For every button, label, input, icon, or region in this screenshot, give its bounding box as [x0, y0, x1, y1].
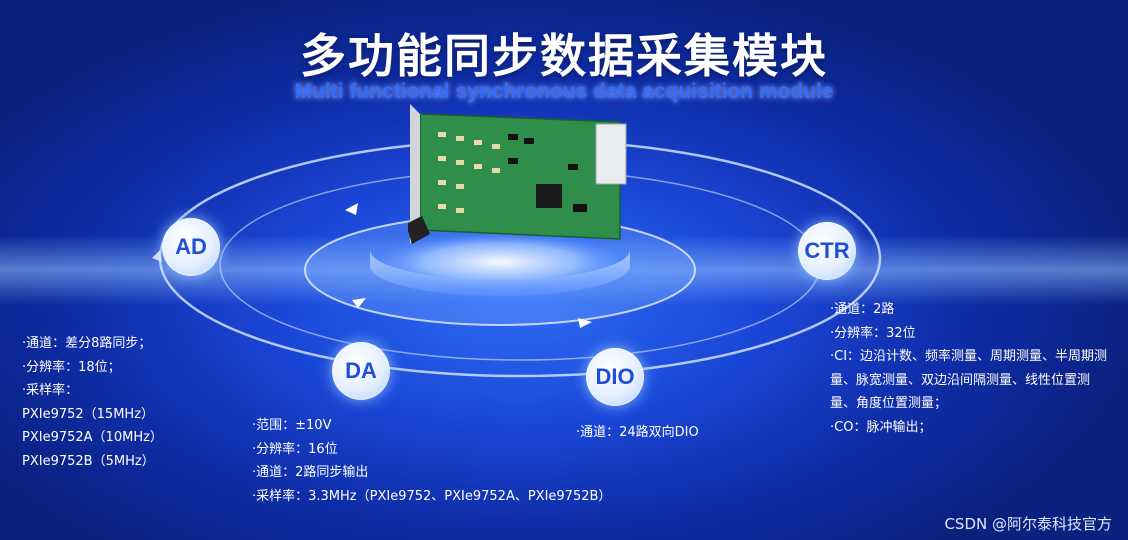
- ctr-line: ·通道：2路: [830, 302, 895, 317]
- daq-board-image: [406, 104, 628, 244]
- page-title: 多功能同步数据采集模块: [300, 29, 828, 83]
- badge-ctr: CTR: [798, 222, 856, 280]
- da-line: ·分辨率：16位: [252, 441, 338, 457]
- dio-line: ·通道：24路双向DIO: [576, 425, 699, 440]
- ad-line: ·通道：差分8路同步；: [22, 336, 152, 351]
- ad-line: ·分辨率：18位；: [22, 359, 121, 375]
- ad-line: ·采样率：: [22, 383, 79, 398]
- badge-da-label: DA: [345, 358, 377, 383]
- arrow-mark: [345, 203, 358, 215]
- ctr-info: ·通道：2路 ·分辨率：32位 ·CI：边沿计数、频率测量、周期测量、半周期测量…: [830, 298, 1110, 439]
- badge-da: DA: [332, 342, 390, 400]
- da-line: ·采样率：3.3MHz（PXIe9752、PXIe9752A、PXIe9752B…: [252, 488, 612, 504]
- badge-ctr-label: CTR: [804, 238, 850, 263]
- badge-ad: AD: [162, 218, 220, 276]
- page-subtitle: Multi functional synchronous data acquis…: [294, 80, 834, 103]
- ad-info: ·通道：差分8路同步； ·分辨率：18位； ·采样率： PXIe9752（15M…: [22, 332, 163, 473]
- ad-line: PXIe9752（15MHz）: [22, 406, 155, 422]
- badge-ad-label: AD: [175, 234, 207, 259]
- ctr-line: ·CI：边沿计数、频率测量、周期测量、半周期测量、脉宽测量、双边沿间隔测量、线性…: [830, 349, 1108, 411]
- arrow-mark: [152, 250, 162, 262]
- pedestal-side: [370, 250, 630, 296]
- ctr-line: ·分辨率：32位: [830, 325, 916, 341]
- arrow-mark: [352, 298, 366, 308]
- arrow-mark: [578, 318, 592, 328]
- ad-line: PXIe9752A（10MHz）: [22, 430, 163, 445]
- ctr-line: ·CO：脉冲输出；: [830, 419, 932, 435]
- ad-line: PXIe9752B（5MHz）: [22, 453, 155, 469]
- watermark: CSDN @阿尔泰科技官方: [944, 515, 1112, 533]
- da-line: ·通道：2路同步输出: [252, 465, 369, 480]
- da-info: ·范围：±10V ·分辨率：16位 ·通道：2路同步输出 ·采样率：3.3MHz…: [252, 414, 611, 508]
- dio-info: ·通道：24路双向DIO: [576, 421, 699, 445]
- badge-dio: DIO: [586, 348, 644, 406]
- badge-dio-label: DIO: [595, 364, 635, 389]
- da-line: ·范围：±10V: [252, 418, 332, 433]
